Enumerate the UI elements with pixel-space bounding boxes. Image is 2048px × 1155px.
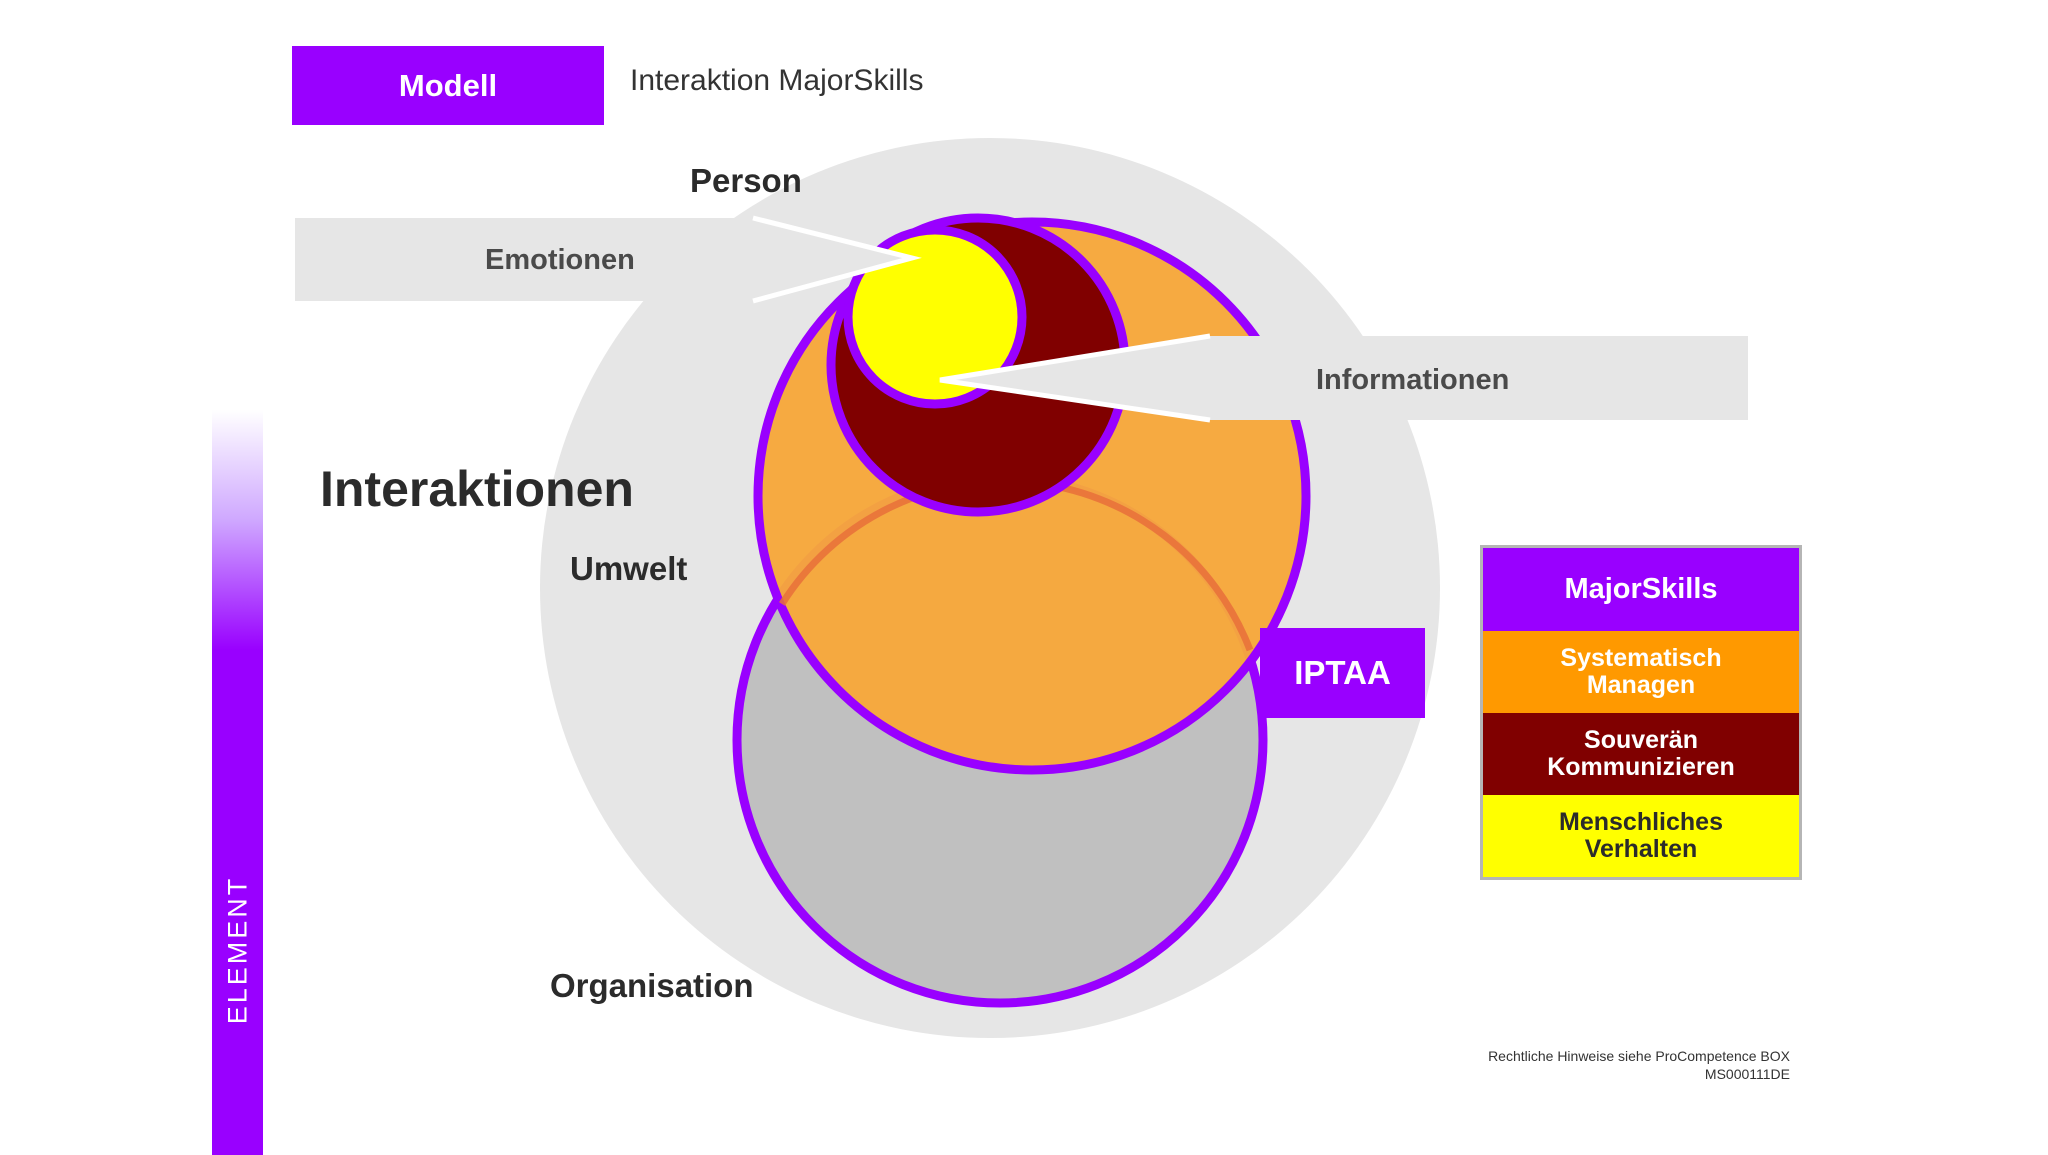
legend-item-line2: Managen bbox=[1586, 671, 1696, 699]
legend-item-line1: Menschliches bbox=[1559, 807, 1723, 836]
legend-item-line2: Kommunizieren bbox=[1547, 753, 1735, 781]
iptaa-badge: IPTAA bbox=[1260, 628, 1425, 718]
interaktionen-label: Interaktionen bbox=[320, 461, 634, 517]
informationen-label: Informationen bbox=[1316, 364, 1510, 396]
document-code: MS000111DE bbox=[1704, 1065, 1790, 1082]
emotionen-pointer bbox=[752, 215, 922, 304]
legal-notice: Rechtliche Hinweise siehe ProCompetence … bbox=[1488, 1048, 1790, 1064]
umwelt-label: Umwelt bbox=[570, 550, 688, 587]
informationen-pointer bbox=[939, 333, 1211, 423]
organisation-label: Organisation bbox=[550, 967, 754, 1004]
legend-item-line2: Verhalten bbox=[1584, 835, 1698, 863]
legend-item-line1: Souverän bbox=[1584, 725, 1698, 754]
emotionen-label: Emotionen bbox=[485, 244, 635, 276]
legal-footer: Rechtliche Hinweise siehe ProCompetence … bbox=[1488, 1048, 1790, 1083]
element-sidebar bbox=[212, 410, 263, 1155]
emotionen-callout bbox=[295, 218, 912, 301]
legend-title: MajorSkills bbox=[1483, 548, 1799, 631]
verhalten-circle bbox=[843, 225, 1027, 409]
modell-badge: Modell bbox=[292, 46, 604, 125]
page-title: Interaktion MajorSkills bbox=[630, 64, 924, 97]
legend-item-line1: Systematisch bbox=[1560, 643, 1722, 672]
person-label: Person bbox=[690, 162, 802, 199]
informationen-callout bbox=[940, 336, 1748, 420]
